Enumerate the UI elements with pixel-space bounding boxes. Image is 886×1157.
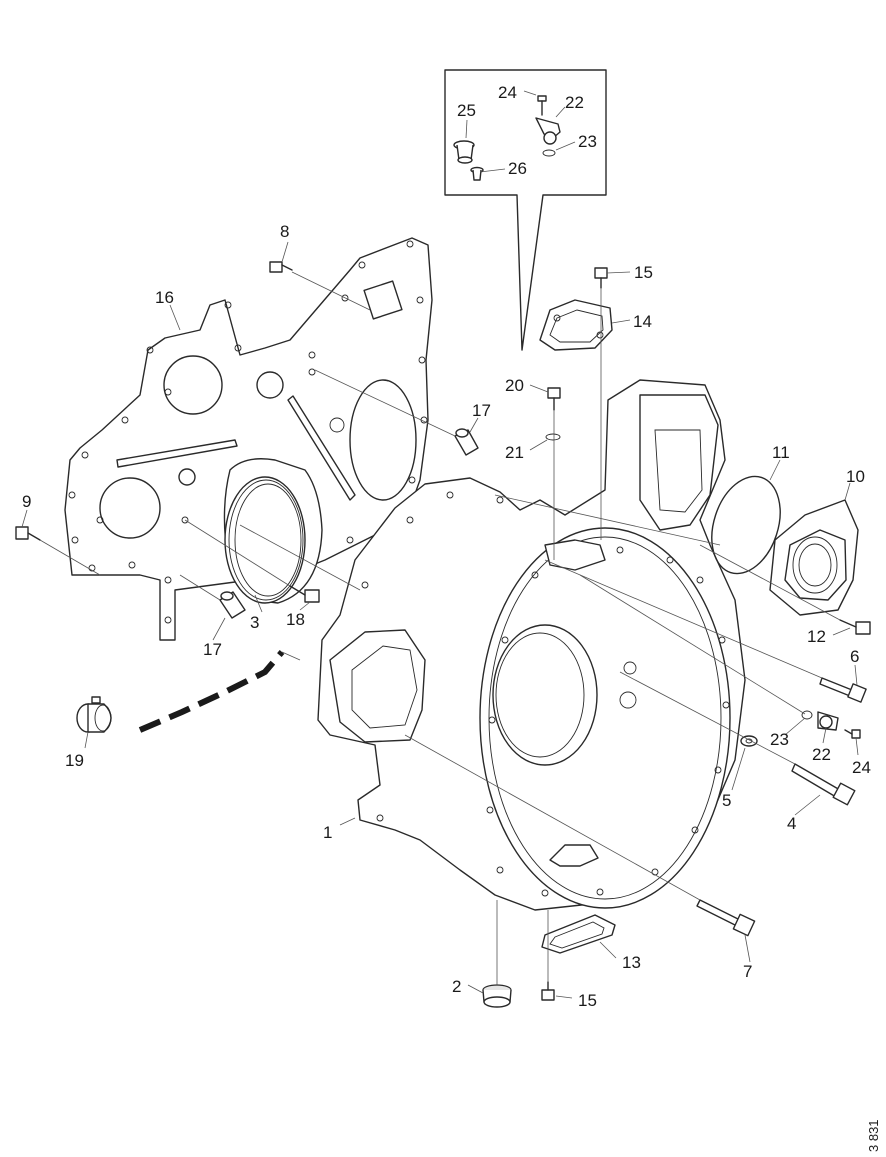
part-12-bolt [839,619,871,635]
part-20-bolt [547,387,561,411]
part-22-sensor-bracket-icon [535,117,561,145]
callout-7: 7 [743,962,752,981]
callout-23: 23 [578,132,597,151]
callout-24: 24 [498,83,517,102]
part-2-plug [482,984,512,1008]
callout-19: 19 [65,751,84,770]
part-5-washer [740,735,758,747]
callout-14: 14 [633,312,652,331]
part-11-o-ring [711,475,781,575]
part-4-bolt [791,763,856,806]
part-17-pin-upper [454,428,479,456]
part-10-cover [769,499,859,616]
callout-13: 13 [622,953,641,972]
callout-25: 25 [457,101,476,120]
part-19-dashed-path [138,650,285,733]
callout-1: 1 [323,823,332,842]
callout-9: 9 [22,492,31,511]
part-8-bolt [269,261,293,273]
callout-5: 5 [722,791,731,810]
callout-24: 24 [852,758,871,777]
part-3-seal-ring [223,458,323,604]
callout-15: 15 [578,991,597,1010]
part-24-screw-icon [844,729,861,739]
part-13-gasket [541,914,616,954]
part-26-plug-icon [470,166,484,181]
callout-2: 2 [452,977,461,996]
assembly-axis-lines [39,271,841,985]
callout-26: 26 [508,159,527,178]
callout-18: 18 [286,610,305,629]
callout-4: 4 [787,814,796,833]
housing-rim-bolt-holes [361,491,730,897]
callout-6: 6 [850,647,859,666]
part-17-pin-lower [219,591,246,619]
callout-21: 21 [505,443,524,462]
part-7-bolt [696,899,756,937]
callout-11: 11 [772,443,790,462]
part-19-cap [76,696,112,733]
callout-12: 12 [807,627,826,646]
callout-17: 17 [472,401,491,420]
callout-22: 22 [812,745,831,764]
part-18-bolt [289,585,320,603]
part-15-bolt-upper [594,267,608,289]
callout-17: 17 [203,640,222,659]
callout-15: 15 [634,263,653,282]
callout-leaders [21,241,859,999]
callout-22: 22 [565,93,584,112]
callout-10: 10 [846,467,865,486]
figure-reference-number: 3 831 [866,1119,881,1152]
part-23-o-ring-icon [801,710,813,720]
part-15-bolt-lower [541,981,555,1001]
part-25-sleeve-icon [453,140,475,164]
part-23-o-ring-icon [542,149,556,157]
part-16-timing-plate [64,237,433,641]
part-1-flywheel-housing [317,379,746,911]
part-21-washer [545,433,561,441]
callout-20: 20 [505,376,524,395]
plate-bolt-holes [68,240,428,624]
callout-23: 23 [770,730,789,749]
part-14-gasket [539,299,613,351]
inset-detail-box [444,69,607,351]
part-24-screw-icon [537,95,547,116]
callout-labels: 24 22 25 23 26 8 15 16 14 20 17 21 11 10… [22,83,871,1010]
part-22-sensor-bracket-icon [817,711,839,731]
callout-8: 8 [280,222,289,241]
part-9-bolt [15,526,41,541]
callout-3: 3 [250,613,259,632]
callout-16: 16 [155,288,174,307]
part-6-bolt [819,677,867,703]
